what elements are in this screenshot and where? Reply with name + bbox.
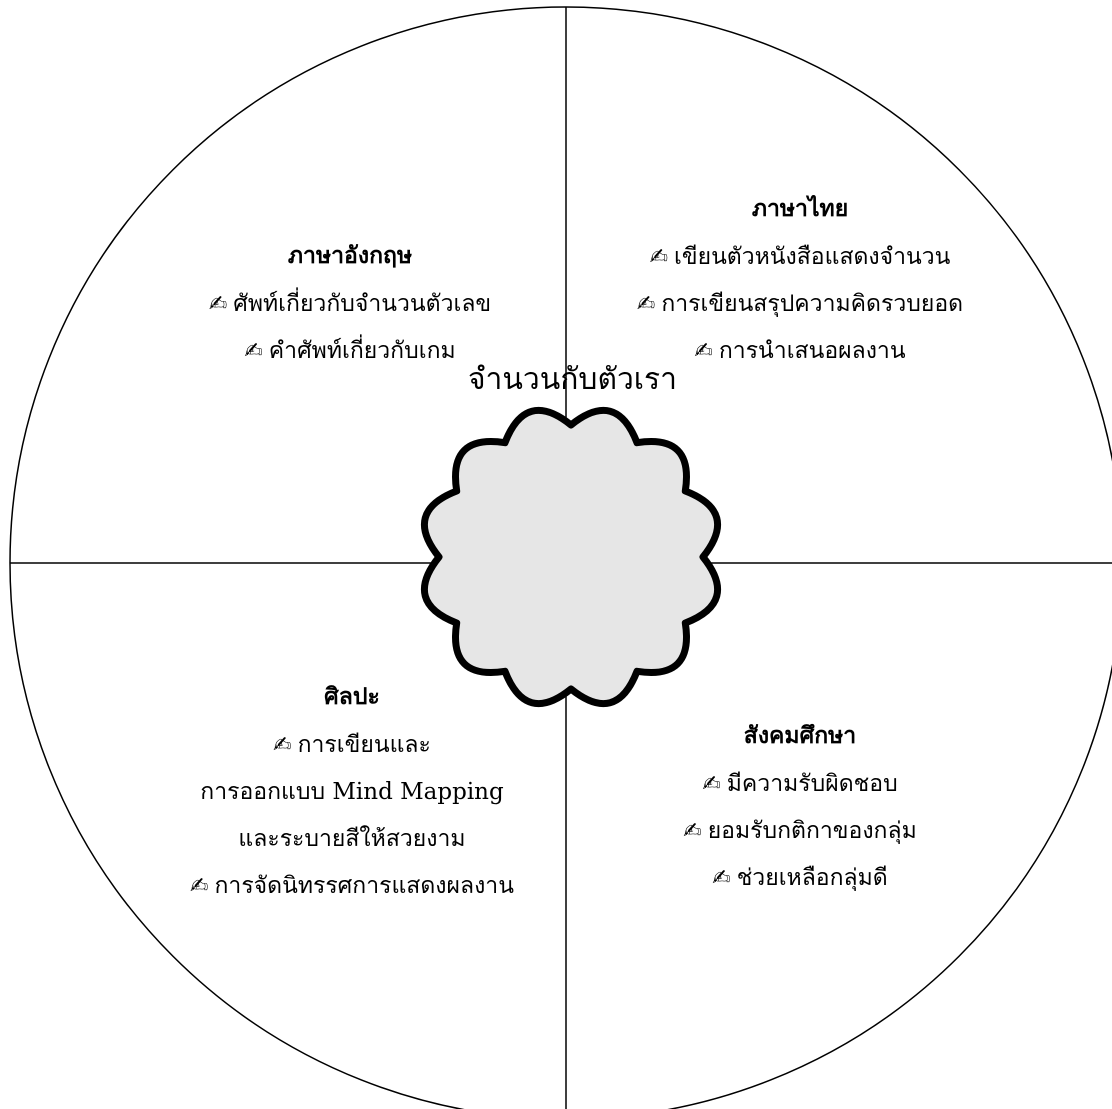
writing-hand-icon: ✍ [702, 772, 721, 797]
quadrant-art: ศิลปะ ✍การเขียนและ การออกแบบ Mind Mappin… [142, 673, 562, 910]
writing-hand-icon: ✍ [683, 819, 702, 844]
quadrant-english: ภาษาอังกฤษ ✍ศัพท์เกี่ยวกับจำนวนตัวเลข ✍ค… [150, 232, 550, 375]
writing-hand-icon: ✍ [190, 874, 209, 899]
writing-hand-icon: ✍ [694, 339, 713, 364]
list-item: ✍มีความรับผิดชอบ [702, 771, 898, 797]
list-item-continuation: และระบายสีให้สวยงาม [238, 826, 466, 852]
writing-hand-icon: ✍ [244, 339, 263, 364]
list-item: ✍การนำเสนอผลงาน [694, 338, 906, 364]
quadrant-thai: ภาษาไทย ✍เขียนตัวหนังสือแสดงจำนวน ✍การเข… [600, 185, 1000, 375]
center-topic-label: จำนวนกับตัวเรา [467, 362, 678, 397]
writing-hand-icon: ✍ [636, 292, 656, 317]
list-item: ✍การเขียนและ [273, 732, 431, 758]
writing-hand-icon: ✍ [273, 733, 292, 758]
list-item: ✍ศัพท์เกี่ยวกับจำนวนตัวเลข [208, 291, 492, 317]
list-item: ✍การเขียนสรุปความคิดรวบยอด [636, 291, 964, 317]
list-item: ✍คำศัพท์เกี่ยวกับเกม [244, 338, 456, 364]
list-item: ✍การจัดนิทรรศการแสดงผลงาน [190, 873, 514, 899]
list-item: ✍เขียนตัวหนังสือแสดงจำนวน [649, 244, 951, 270]
quadrant-title: ภาษาไทย [751, 195, 849, 222]
list-item: ✍ยอมรับกติกาของกลุ่ม [683, 818, 917, 844]
quadrant-title: สังคมศึกษา [743, 722, 857, 749]
quadrant-title: ภาษาอังกฤษ [287, 242, 413, 269]
list-item: ✍ช่วยเหลือกลุ่มดี [712, 865, 888, 891]
list-item-continuation: การออกแบบ Mind Mapping [200, 779, 504, 805]
quadrant-social-studies: สังคมศึกษา ✍มีความรับผิดชอบ ✍ยอมรับกติกา… [600, 712, 1000, 902]
writing-hand-icon: ✍ [712, 866, 731, 891]
center-cloud [420, 406, 722, 708]
quadrant-title: ศิลปะ [324, 683, 380, 710]
writing-hand-icon: ✍ [649, 245, 669, 270]
writing-hand-icon: ✍ [208, 292, 228, 317]
